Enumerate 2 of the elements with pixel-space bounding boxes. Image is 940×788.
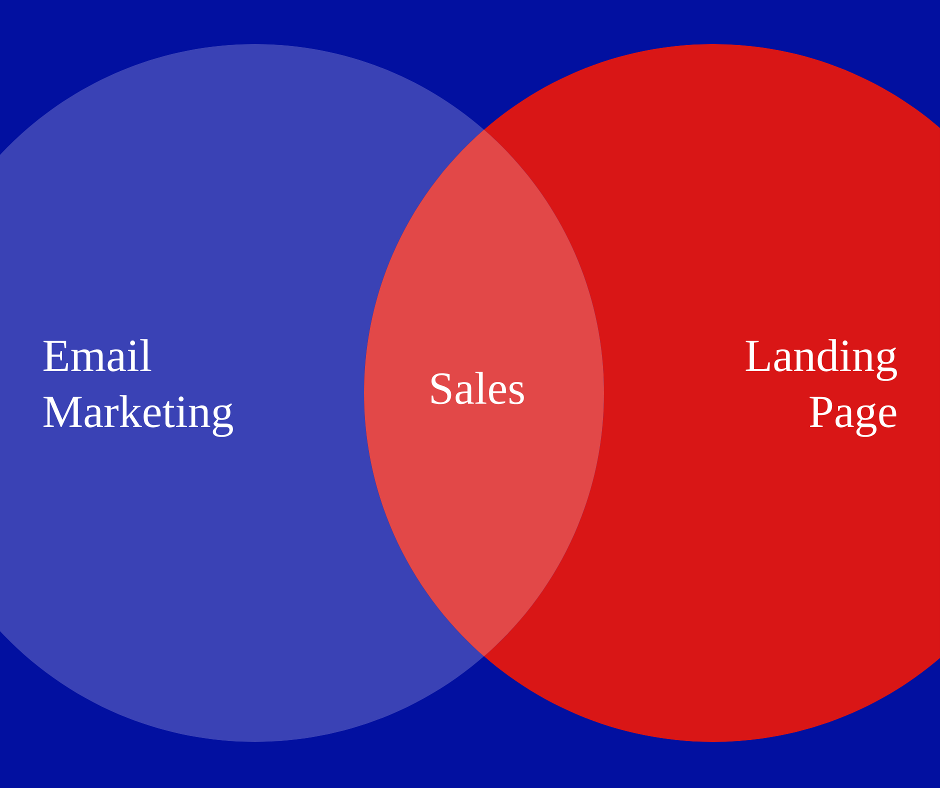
overlap-label: Sales [432,372,524,404]
circle-label: Email Marketing [44,339,233,437]
